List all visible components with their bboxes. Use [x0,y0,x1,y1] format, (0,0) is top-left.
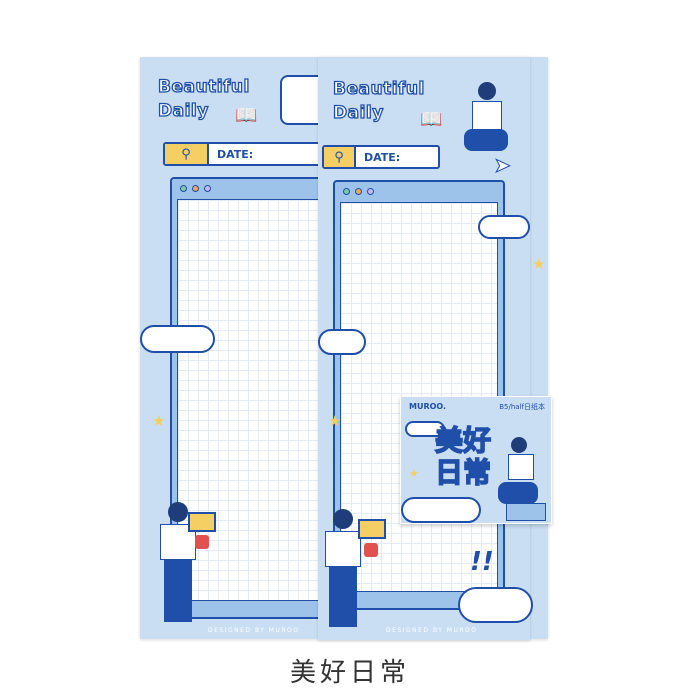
guitarist-illustration [496,437,546,522]
stop-sign-icon [195,535,209,549]
designer-credit: DESIGNED BY MUROO [208,627,300,634]
student-illustration [158,502,198,627]
double-exclamation-icon: !! [470,547,494,577]
date-label: DATE: [217,147,254,161]
spec-text: B5/half日纸本 [499,403,545,411]
star-icon: ★ [328,412,342,430]
stop-sign-icon [364,543,378,557]
book-icon: 📖 [235,105,258,126]
guitarist-illustration [458,77,518,187]
grid-paper [177,199,343,601]
designer-credit: DESIGNED BY MUROO [386,627,478,634]
cloud [318,329,366,355]
bus-sign [358,519,386,539]
cloud [458,587,533,623]
cloud [401,497,481,523]
card-title: 美好日常 [434,424,492,490]
cursor-icon: ➤ [494,153,512,178]
date-search-bar[interactable]: ⚲ DATE: [163,142,343,166]
cloud [140,325,215,353]
book-icon: 📖 [420,109,443,130]
date-search-bar[interactable]: ⚲ DATE: [322,145,440,169]
cloud [405,421,445,437]
star-icon: ★ [152,412,166,430]
magnifier-icon: ⚲ [324,147,356,167]
star-icon: ★ [409,467,419,480]
product-caption: 美好日常 [289,658,410,688]
magnifier-icon: ⚲ [165,144,209,164]
cloud [478,215,530,239]
bus-sign [188,512,216,532]
brand-logo: MUROO. [409,402,447,411]
product-label-card: MUROO. B5/half日纸本 美好日常 ★ [400,396,552,524]
date-label: DATE: [364,150,401,164]
student-illustration [323,509,363,631]
star-icon: ★ [532,255,546,273]
